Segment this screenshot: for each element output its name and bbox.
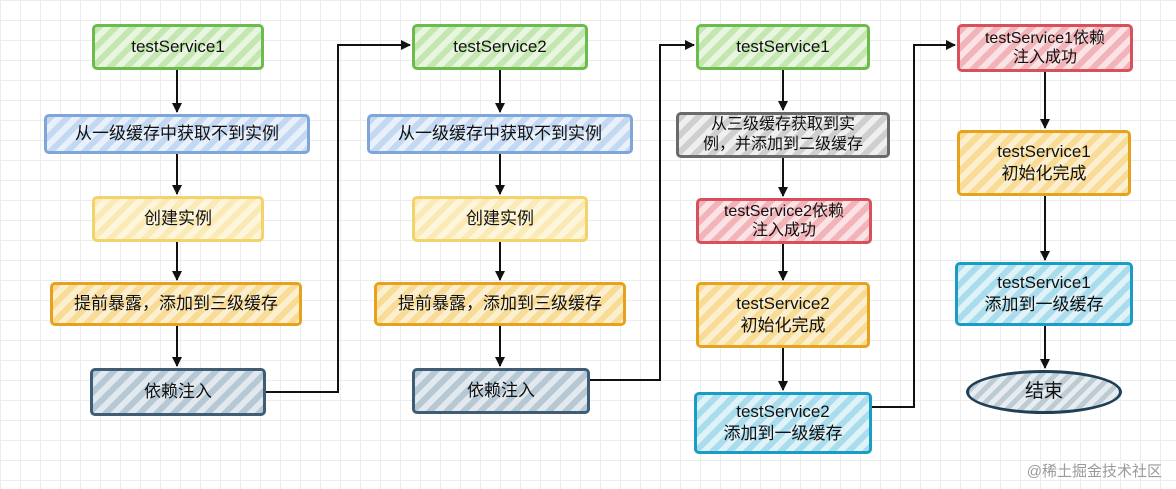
node-c2-dependency-injection: 依赖注入 <box>412 368 590 414</box>
node-c3-get-from-cache3: 从三级缓存获取到实 例，并添加到二级缓存 <box>676 112 890 158</box>
node-c1-expose-cache3: 提前暴露，添加到三级缓存 <box>50 282 302 326</box>
node-c3-testservice1: testService1 <box>696 24 870 70</box>
node-c1-dependency-injection: 依赖注入 <box>90 368 266 416</box>
watermark-text: @稀土掘金技术社区 <box>1026 463 1162 480</box>
node-c2-expose-cache3: 提前暴露，添加到三级缓存 <box>374 282 626 326</box>
node-c4-testservice1-injected: testService1依赖 注入成功 <box>957 24 1133 72</box>
arrow-c2-to-c3 <box>590 40 695 381</box>
node-c2-get-from-cache1: 从一级缓存中获取不到实例 <box>367 114 633 154</box>
node-c4-end: 结束 <box>966 370 1122 414</box>
arrow-c1-to-c2 <box>266 40 411 393</box>
node-c3-testservice2-initialized: testService2 初始化完成 <box>696 282 870 348</box>
node-c1-get-from-cache1: 从一级缓存中获取不到实例 <box>44 114 310 154</box>
node-c1-testservice1: testService1 <box>92 24 264 70</box>
arrow-c3-to-c4 <box>872 40 956 408</box>
node-c4-testservice1-added-cache1: testService1 添加到一级缓存 <box>955 262 1133 326</box>
node-c2-create-instance: 创建实例 <box>412 196 588 242</box>
node-c3-testservice2-added-cache1: testService2 添加到一级缓存 <box>694 392 872 454</box>
node-c4-testservice1-initialized: testService1 初始化完成 <box>957 130 1131 196</box>
node-c3-testservice2-injected: testService2依赖 注入成功 <box>696 198 872 244</box>
node-c1-create-instance: 创建实例 <box>92 196 264 242</box>
node-c2-testservice2: testService2 <box>412 24 588 70</box>
